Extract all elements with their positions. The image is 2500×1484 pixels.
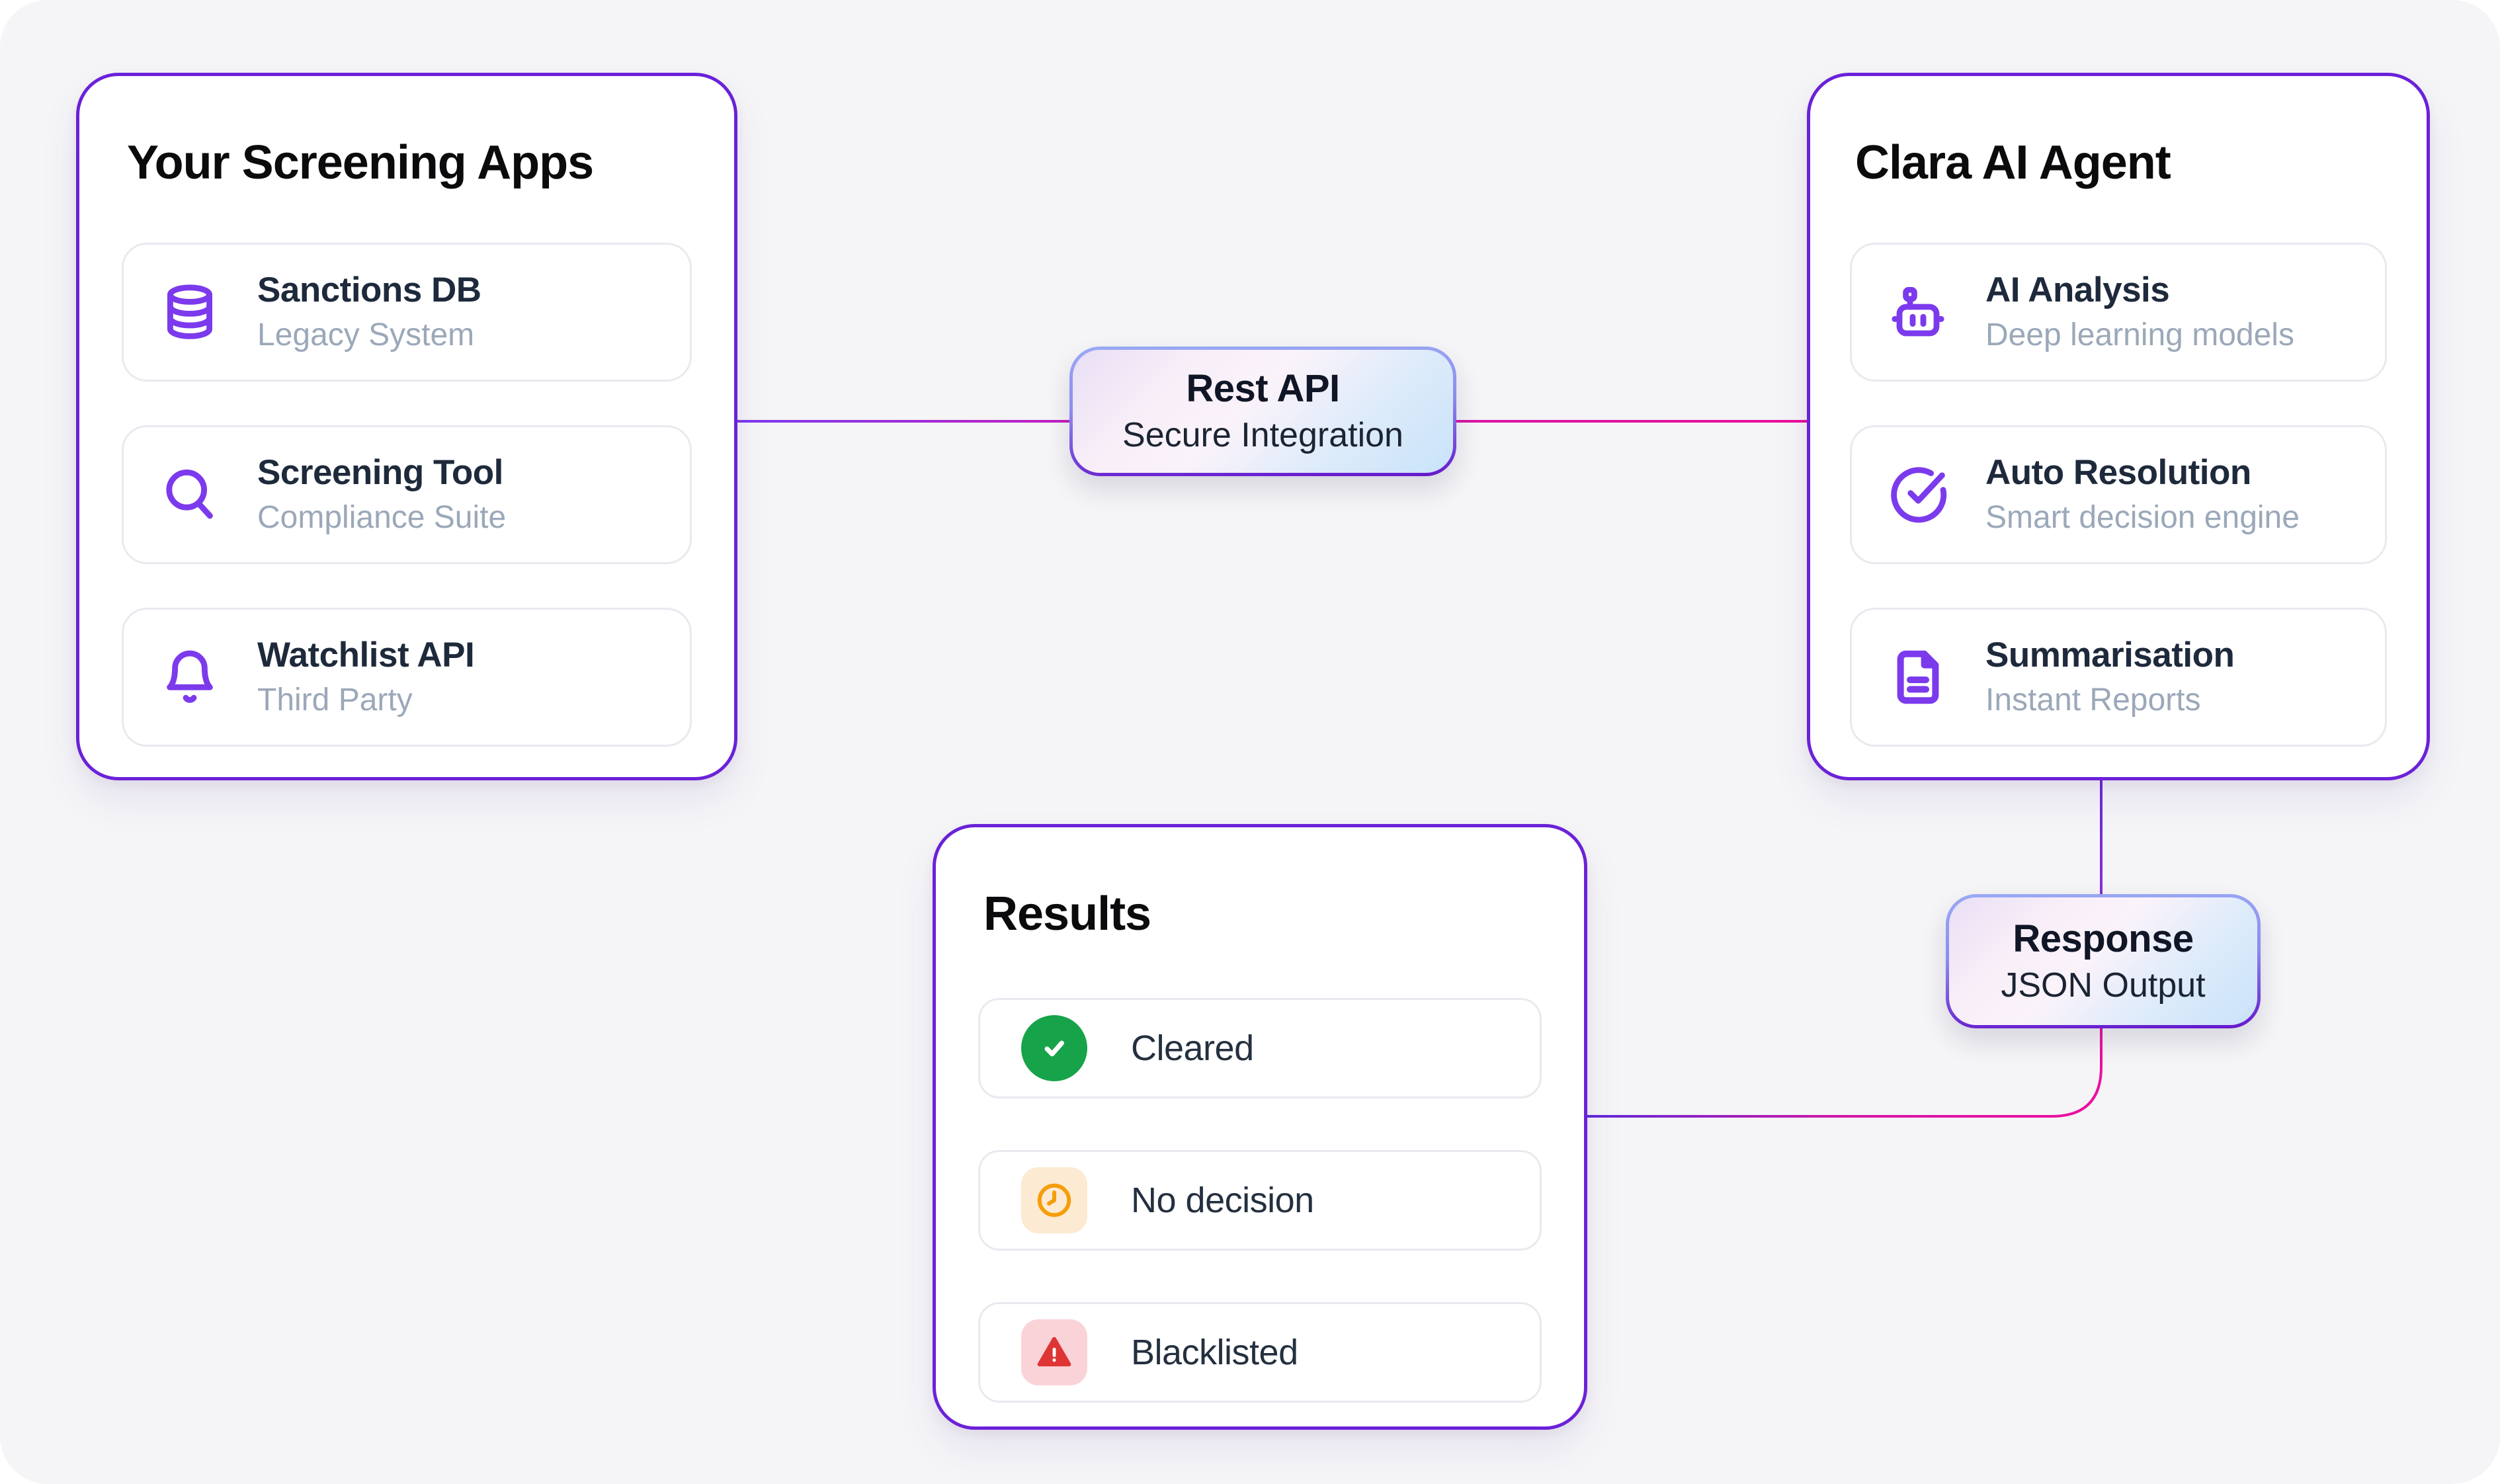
check-circle-icon [1886, 463, 1950, 526]
result-label: Cleared [1131, 1028, 1254, 1068]
result-label: No decision [1131, 1180, 1314, 1220]
item-subtitle: Legacy System [257, 317, 475, 352]
result-row-blacklisted: Blacklisted [978, 1302, 1542, 1403]
clock-icon [1021, 1167, 1087, 1233]
connector-response-to-results [1587, 1028, 2103, 1118]
result-label: Blacklisted [1131, 1333, 1298, 1372]
cleared-check-icon [1021, 1015, 1087, 1081]
database-icon [158, 280, 222, 344]
list-item-screening-tool: Screening Tool Compliance Suite [122, 425, 692, 564]
item-subtitle: Deep learning models [1985, 317, 2294, 352]
clara-ai-agent-card: Clara AI Agent AI Analysis D [1807, 73, 2430, 780]
response-node: Response JSON Output [1946, 894, 2261, 1028]
search-icon [158, 463, 222, 526]
list-item-ai-analysis: AI Analysis Deep learning models [1850, 243, 2387, 382]
bell-icon [158, 645, 222, 709]
alert-triangle-icon [1021, 1319, 1087, 1385]
item-title: Watchlist API [257, 636, 475, 675]
rest-api-node-title: Rest API [1186, 367, 1340, 410]
robot-icon [1886, 280, 1950, 344]
screening-apps-title: Your Screening Apps [127, 136, 594, 189]
item-title: Screening Tool [257, 453, 503, 492]
item-subtitle: Instant Reports [1985, 682, 2201, 718]
document-icon [1886, 645, 1950, 709]
list-item-watchlist-api: Watchlist API Third Party [122, 608, 692, 747]
result-row-cleared: Cleared [978, 998, 1542, 1098]
results-card: Results Cleared No decision [933, 824, 1587, 1430]
rest-api-node: Rest API Secure Integration [1069, 347, 1456, 476]
item-title: AI Analysis [1985, 270, 2170, 309]
clara-ai-agent-title: Clara AI Agent [1855, 136, 2171, 189]
list-item-auto-resolution: Auto Resolution Smart decision engine [1850, 425, 2387, 564]
item-title: Auto Resolution [1985, 453, 2251, 492]
response-node-subtitle: JSON Output [2001, 966, 2206, 1005]
item-title: Summarisation [1985, 636, 2235, 675]
item-title: Sanctions DB [257, 270, 481, 309]
screening-apps-card: Your Screening Apps Sanctions DB Legacy … [76, 73, 737, 780]
item-subtitle: Compliance Suite [257, 500, 507, 535]
result-row-no-decision: No decision [978, 1150, 1542, 1251]
response-node-title: Response [2013, 917, 2194, 960]
rest-api-node-subtitle: Secure Integration [1122, 416, 1403, 454]
list-item-sanctions-db: Sanctions DB Legacy System [122, 243, 692, 382]
item-subtitle: Third Party [257, 682, 413, 718]
item-subtitle: Smart decision engine [1985, 500, 2300, 535]
list-item-summarisation: Summarisation Instant Reports [1850, 608, 2387, 747]
results-title: Results [983, 887, 1151, 940]
